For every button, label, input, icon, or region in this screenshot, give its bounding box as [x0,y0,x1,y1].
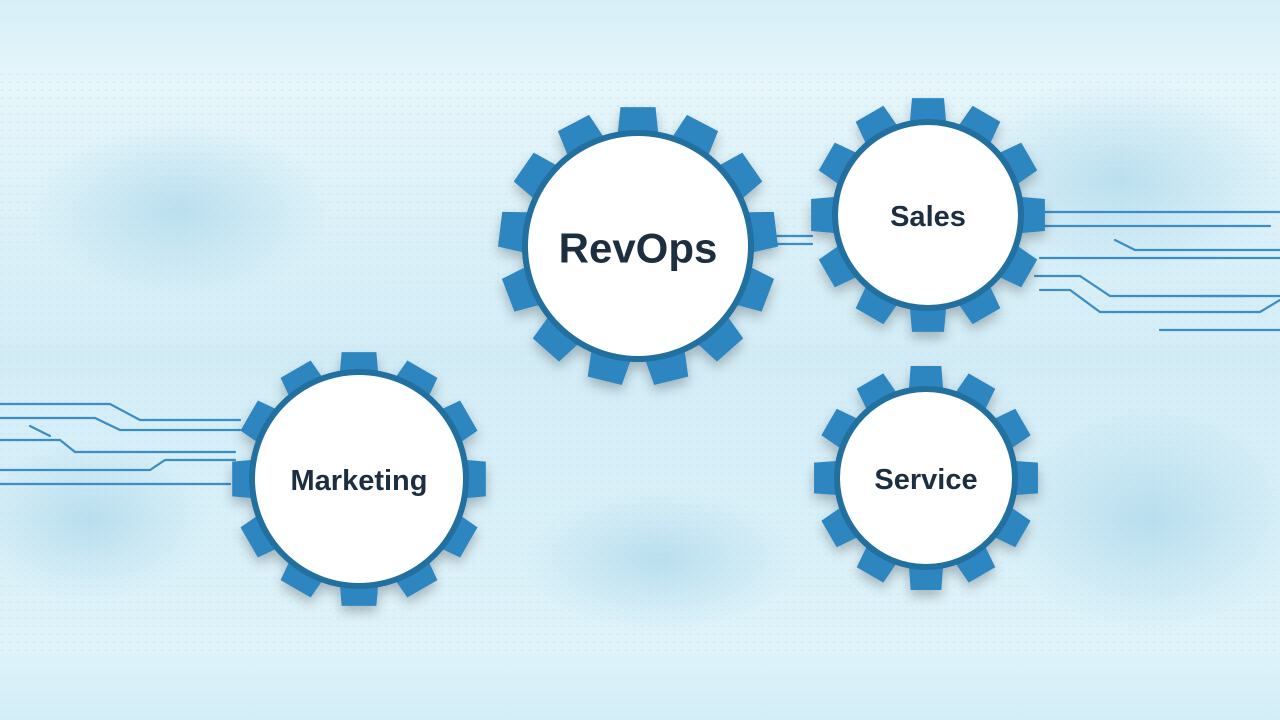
circuit-line [1038,288,1280,314]
gear-center-disc [840,392,1012,564]
gear-center-disc [528,136,748,356]
circuit-line [1033,274,1280,298]
gear-center-disc [255,375,463,583]
gear-sales: Sales [811,98,1045,332]
gear-revops: RevOps [498,107,778,386]
gear-marketing: Marketing [232,352,486,606]
circuit-line [0,458,237,472]
circuit-line [1113,238,1280,252]
circuit-line [0,438,237,454]
gear-label-marketing: Marketing [291,465,428,497]
gear-label-sales: Sales [890,201,966,233]
circuit-line [28,424,52,438]
gear-service: Service [814,366,1038,590]
circuit-line [0,416,242,432]
circuit-lines [0,210,1280,486]
gear-label-revops: RevOps [559,225,718,272]
gear-center-disc [838,125,1018,305]
circuit-line [0,402,242,422]
gear-label-service: Service [874,464,977,496]
background-map-blotches [0,80,1280,630]
